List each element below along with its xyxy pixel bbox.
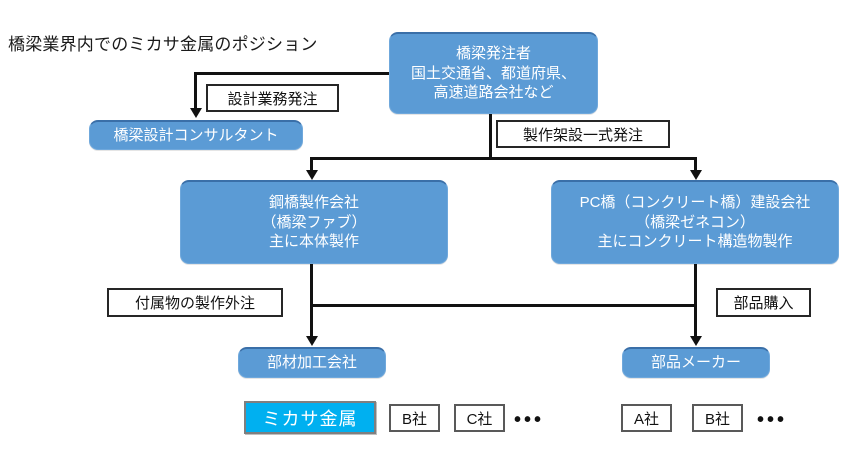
connector-owner-stub bbox=[489, 114, 492, 159]
node-bridge-owner[interactable]: 橋梁発注者 国土交通省、都道府県、 高速道路会社など bbox=[389, 32, 598, 114]
node-pc-bridge-contractor-line-2: （橋梁ゼネコン） bbox=[635, 213, 755, 231]
company-chip-right-b[interactable]: B社 bbox=[692, 404, 743, 432]
connector-lower-crossbar bbox=[310, 304, 697, 307]
node-pc-bridge-contractor-line-3: 主にコンクリート構造物製作 bbox=[597, 233, 793, 251]
node-steel-bridge-fabricator-line-3: 主に本体製作 bbox=[268, 233, 359, 251]
node-steel-bridge-fabricator-line-2: （橋梁ファブ） bbox=[261, 213, 367, 231]
edge-label-attachment-outsourcing: 付属物の製作外注 bbox=[107, 288, 283, 317]
arrow-to-parts-maker bbox=[690, 336, 702, 346]
connector-split-left-v bbox=[310, 157, 313, 171]
node-parts-fabricator-label: 部材加工会社 bbox=[266, 354, 357, 372]
connector-pc-down bbox=[694, 264, 697, 337]
node-pc-bridge-contractor-line-1: PC橋（コンクリート橋）建設会社 bbox=[579, 193, 811, 211]
ellipsis-left: ••• bbox=[514, 409, 545, 431]
node-bridge-design-consultant[interactable]: 橋梁設計コンサルタント bbox=[89, 120, 303, 150]
edge-label-fabrication-order: 製作架設一式発注 bbox=[496, 120, 670, 148]
connector-owner-to-consultant-h bbox=[194, 72, 391, 75]
node-bridge-design-consultant-label: 橋梁設計コンサルタント bbox=[113, 126, 279, 144]
ellipsis-right: ••• bbox=[757, 409, 788, 431]
node-pc-bridge-contractor[interactable]: PC橋（コンクリート橋）建設会社 （橋梁ゼネコン） 主にコンクリート構造物製作 bbox=[551, 180, 839, 264]
company-chip-left-b[interactable]: B社 bbox=[389, 404, 440, 432]
node-parts-maker[interactable]: 部品メーカー bbox=[622, 347, 770, 378]
arrow-to-consultant bbox=[190, 108, 202, 118]
edge-label-parts-purchase: 部品購入 bbox=[716, 288, 811, 317]
edge-label-design-order: 設計業務発注 bbox=[206, 84, 339, 112]
company-chip-right-a[interactable]: A社 bbox=[621, 404, 672, 432]
arrow-to-steel-fabricator bbox=[306, 170, 318, 180]
node-bridge-owner-line-3: 高速道路会社など bbox=[433, 84, 554, 102]
connector-split-right-v bbox=[694, 157, 697, 171]
connector-split-bar bbox=[310, 157, 697, 160]
node-bridge-owner-line-1: 橋梁発注者 bbox=[455, 44, 531, 62]
arrow-to-parts-fabricator bbox=[306, 336, 318, 346]
node-parts-fabricator[interactable]: 部材加工会社 bbox=[238, 347, 386, 378]
company-chip-left-c[interactable]: C社 bbox=[454, 404, 505, 432]
node-parts-maker-label: 部品メーカー bbox=[650, 354, 741, 372]
connector-steel-down bbox=[310, 264, 313, 337]
node-bridge-owner-line-2: 国土交通省、都道府県、 bbox=[410, 64, 576, 82]
node-steel-bridge-fabricator[interactable]: 鋼橋製作会社 （橋梁ファブ） 主に本体製作 bbox=[180, 180, 448, 264]
company-chip-mikasa[interactable]: ミカサ金属 bbox=[244, 401, 376, 434]
page-title: 橋梁業界内でのミカサ金属のポジション bbox=[8, 35, 318, 54]
node-steel-bridge-fabricator-line-1: 鋼橋製作会社 bbox=[268, 193, 359, 211]
connector-owner-to-consultant-v bbox=[194, 72, 197, 109]
arrow-to-pc-contractor bbox=[690, 170, 702, 180]
